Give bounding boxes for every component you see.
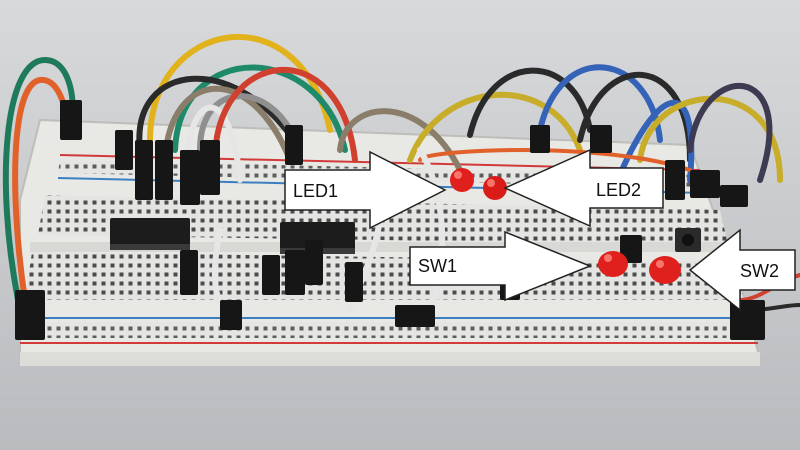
led-2 [483, 176, 507, 200]
callout-led2: LED2 [503, 148, 664, 228]
label-led1: LED1 [293, 181, 338, 201]
label-sw2: SW2 [740, 261, 779, 281]
callout-sw2: SW2 [688, 228, 796, 312]
breadboard [19, 118, 762, 366]
label-sw1: SW1 [418, 256, 457, 276]
led-sw1 [598, 251, 628, 277]
led-sw2 [649, 256, 681, 284]
callout-led1: LED1 [284, 150, 447, 230]
wire-connectors [15, 100, 765, 340]
dip-ic-left [110, 218, 190, 250]
label-led2: LED2 [596, 180, 641, 200]
callout-sw1: SW1 [409, 230, 593, 302]
pushbutton-switch [675, 228, 701, 252]
led-1 [450, 168, 474, 192]
